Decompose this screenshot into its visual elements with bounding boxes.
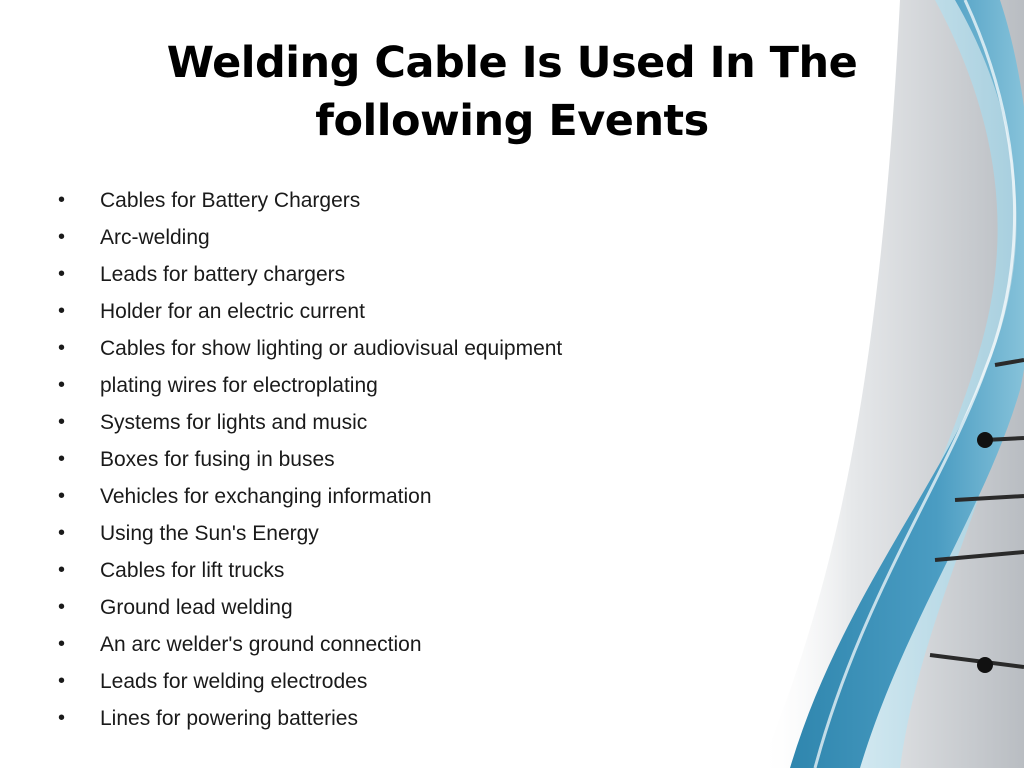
list-item-text: Boxes for fusing in buses — [100, 448, 335, 471]
list-item-text: An arc welder's ground connection — [100, 633, 422, 656]
list-item: • Vehicles for exchanging information — [54, 478, 754, 515]
bullet-icon: • — [58, 559, 66, 581]
bullet-icon: • — [58, 300, 66, 322]
bullet-icon: • — [58, 189, 66, 211]
bullet-icon: • — [58, 707, 66, 729]
list-item: • Cables for Battery Chargers — [54, 182, 754, 219]
slide-title: Welding Cable Is Used In The following E… — [166, 38, 858, 146]
list-item: • Boxes for fusing in buses — [54, 441, 754, 478]
list-item: • Systems for lights and music — [54, 404, 754, 441]
list-item: • plating wires for electroplating — [54, 367, 754, 404]
list-item: • Ground lead welding — [54, 589, 754, 626]
bullet-icon: • — [58, 448, 66, 470]
list-item-text: Ground lead welding — [100, 596, 293, 619]
gray-panel — [760, 0, 1024, 768]
list-item-text: Arc-welding — [100, 226, 210, 249]
bullet-icon: • — [58, 670, 66, 692]
bullet-icon: • — [58, 226, 66, 248]
list-item-text: Lines for powering batteries — [100, 707, 358, 730]
bullet-icon: • — [58, 374, 66, 396]
list-item-text: Leads for welding electrodes — [100, 670, 368, 693]
list-item: • Leads for battery chargers — [54, 256, 754, 293]
list-item-text: Holder for an electric current — [100, 300, 365, 323]
bullet-icon: • — [58, 485, 66, 507]
list-item: • Cables for show lighting or audiovisual… — [54, 330, 754, 367]
blue-wave — [790, 0, 1024, 768]
list-item-text: Leads for battery chargers — [100, 263, 346, 286]
list-item: • Lines for powering batteries — [54, 700, 754, 737]
bullet-icon: • — [58, 337, 66, 359]
list-item: • Using the Sun's Energy — [54, 515, 754, 552]
list-item-text: Cables for show lighting or audiovisual … — [100, 337, 563, 360]
bullet-list: • Cables for Battery Chargers • Arc-weldin… — [54, 182, 754, 737]
list-item: • Cables for lift trucks — [54, 552, 754, 589]
list-item-text: Vehicles for exchanging information — [100, 485, 432, 508]
bullet-icon: • — [58, 263, 66, 285]
list-item-text: Cables for Battery Chargers — [100, 189, 361, 212]
list-item: • Holder for an electric current — [54, 293, 754, 330]
wave-highlight — [813, 0, 1017, 768]
bullet-icon: • — [58, 596, 66, 618]
bullet-icon: • — [58, 522, 66, 544]
cable-dot — [977, 432, 993, 448]
list-item: • Arc-welding — [54, 219, 754, 256]
cable-dot — [977, 657, 993, 673]
list-item-text: Using the Sun's Energy — [100, 522, 319, 545]
list-item: • Leads for welding electrodes — [54, 663, 754, 700]
list-item-text: plating wires for electroplating — [100, 374, 378, 397]
bullet-icon: • — [58, 411, 66, 433]
list-item-text: Systems for lights and music — [100, 411, 368, 434]
list-item-text: Cables for lift trucks — [100, 559, 285, 582]
bullet-icon: • — [58, 633, 66, 655]
list-item: • An arc welder's ground connection — [54, 626, 754, 663]
